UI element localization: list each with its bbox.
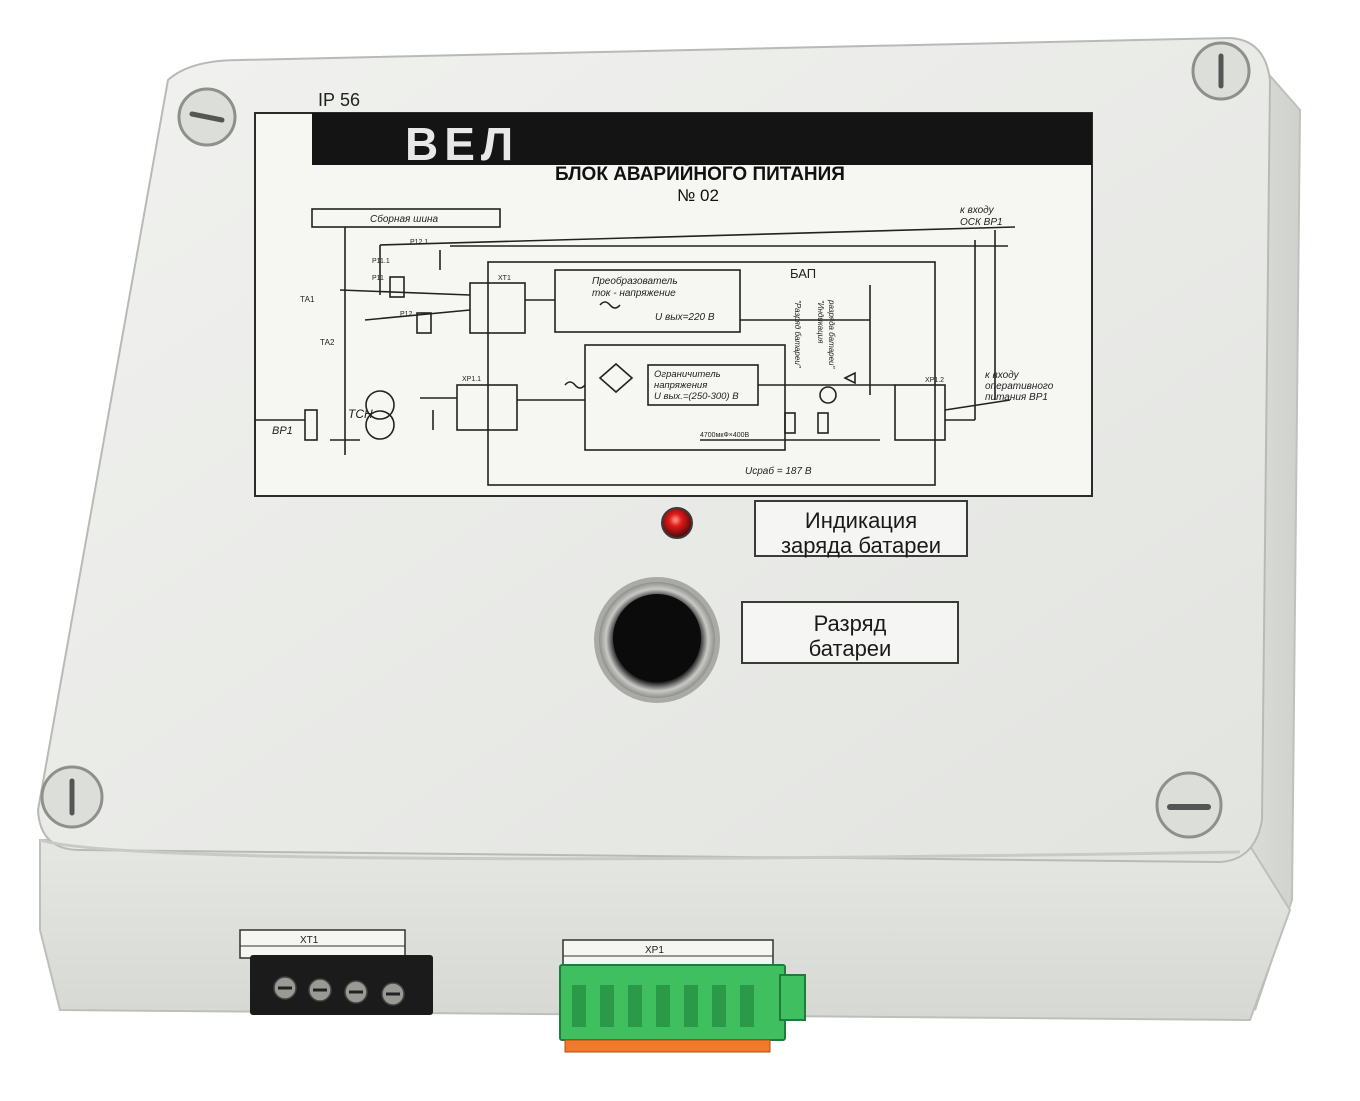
svg-text:ХР1.1: ХР1.1: [462, 376, 481, 383]
indicator-label-plate: Индикация заряда батареи: [754, 500, 968, 559]
indicator-label-line1: Индикация: [804, 508, 918, 533]
device-title: БЛОК АВАРИЙНОГО ПИТАНИЯ: [555, 163, 845, 185]
button-label-line2: батареи: [808, 636, 892, 662]
svg-text:"Индикация: "Индикация: [816, 300, 825, 344]
svg-text:напряжения: напряжения: [654, 380, 707, 391]
svg-text:4700мкФ×400В: 4700мкФ×400В: [700, 432, 750, 439]
screw-icon: [1191, 41, 1251, 101]
svg-text:Ограничитель: Ограничитель: [654, 369, 721, 380]
svg-text:ток - напряжение: ток - напряжение: [592, 288, 676, 299]
svg-text:ТА2: ТА2: [320, 338, 335, 347]
svg-text:U вых.=(250-300) В: U вых.=(250-300) В: [654, 391, 739, 402]
svg-text:Р11.1: Р11.1: [372, 258, 390, 265]
terminal-block-xt1: ХТ1: [239, 929, 433, 1015]
schematic-diagram: [255, 208, 1016, 486]
svg-text:ТА1: ТА1: [300, 295, 315, 304]
svg-text:U вых=220 В: U вых=220 В: [655, 312, 715, 323]
brand-logo: ВЕЛ: [405, 118, 519, 170]
screw-icon: [177, 87, 237, 147]
schematic-labels: Сборная шина БАП Преобразователь ток - н…: [272, 205, 1054, 477]
brand-bar: [312, 113, 1092, 165]
svg-text:ХТ1: ХТ1: [498, 275, 511, 282]
indicator-label-line2: заряда батареи: [780, 533, 942, 559]
svg-text:разряда батареи": разряда батареи": [827, 299, 836, 369]
svg-text:оперативного: оперативного: [985, 381, 1054, 392]
led-indicator: [661, 507, 693, 539]
label-sticker: [254, 112, 1093, 497]
svg-text:ТСН: ТСН: [348, 407, 373, 421]
svg-text:Р11: Р11: [372, 275, 384, 282]
svg-text:Р12.1: Р12.1: [410, 239, 428, 246]
svg-text:питания ВР1: питания ВР1: [985, 392, 1048, 403]
molded-marking: ІР 56: [318, 90, 360, 110]
screw-icon: [40, 765, 104, 829]
button-label-plate: Разряд батареи: [741, 601, 959, 664]
svg-text:ОСК ВР1: ОСК ВР1: [960, 217, 1003, 228]
svg-text:БАП: БАП: [790, 266, 816, 281]
device-number: № 02: [677, 186, 719, 205]
svg-text:к входу: к входу: [960, 205, 995, 216]
button-label-line1: Разряд: [813, 611, 887, 636]
svg-text:ХТ1: ХТ1: [300, 935, 319, 946]
svg-text:ВР1: ВР1: [272, 425, 293, 437]
svg-text:Преобразователь: Преобразователь: [592, 275, 678, 287]
svg-text:ХР1.2: ХР1.2: [925, 377, 944, 384]
svg-text:Р12: Р12: [400, 311, 413, 318]
svg-text:Uсраб = 187 В: Uсраб = 187 В: [745, 465, 812, 477]
svg-text:"Разряд батареи": "Разряд батареи": [793, 300, 802, 369]
svg-text:Сборная шина: Сборная шина: [370, 213, 439, 225]
svg-text:ХР1: ХР1: [645, 945, 664, 956]
discharge-push-button[interactable]: [594, 577, 720, 703]
svg-text:к входу: к входу: [985, 370, 1020, 381]
connector-xp1: ХР1: [559, 939, 806, 1053]
screw-icon: [1155, 771, 1223, 839]
